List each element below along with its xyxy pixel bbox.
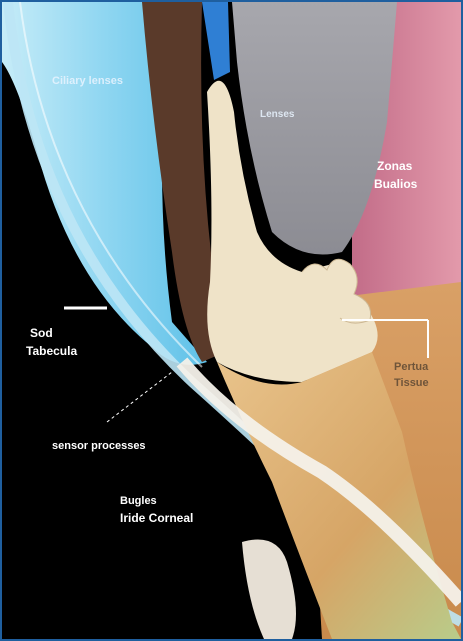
label-lenses: Lenses: [260, 109, 295, 120]
label-pink-1: Zonas: [377, 159, 413, 173]
label-left-2: Tabecula: [26, 344, 77, 358]
label-top-left-line1: Ciliary lenses: [52, 75, 123, 87]
label-bottom-2: Bugles: [120, 495, 157, 507]
label-bottom-3: Iride Corneal: [120, 511, 193, 525]
label-left-1: Sod: [30, 326, 53, 340]
label-bottom-1: sensor processes: [52, 440, 146, 452]
label-orange-2: Tissue: [394, 377, 429, 389]
label-pink-2: Bualios: [374, 177, 418, 191]
label-orange-1: Pertua: [394, 361, 429, 373]
